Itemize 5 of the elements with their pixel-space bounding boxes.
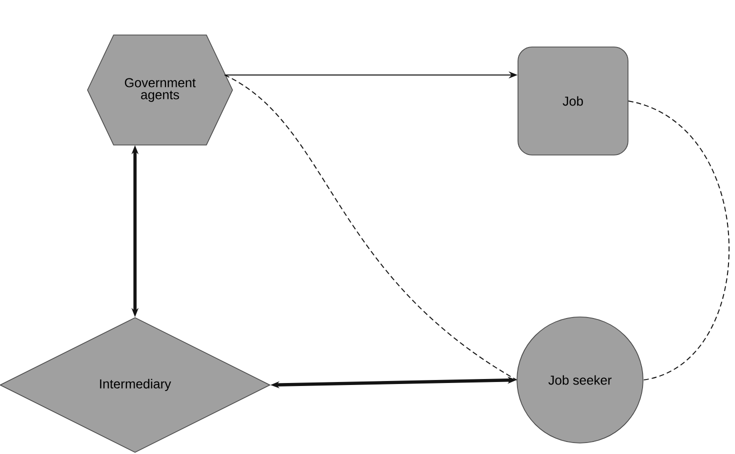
circle-node: Job seeker (516, 316, 644, 444)
rounded-box: Job (518, 46, 628, 156)
dashed-curve (224, 74, 518, 380)
dashed-curve (628, 100, 730, 380)
hexagon-node: Government agents (87, 34, 233, 146)
